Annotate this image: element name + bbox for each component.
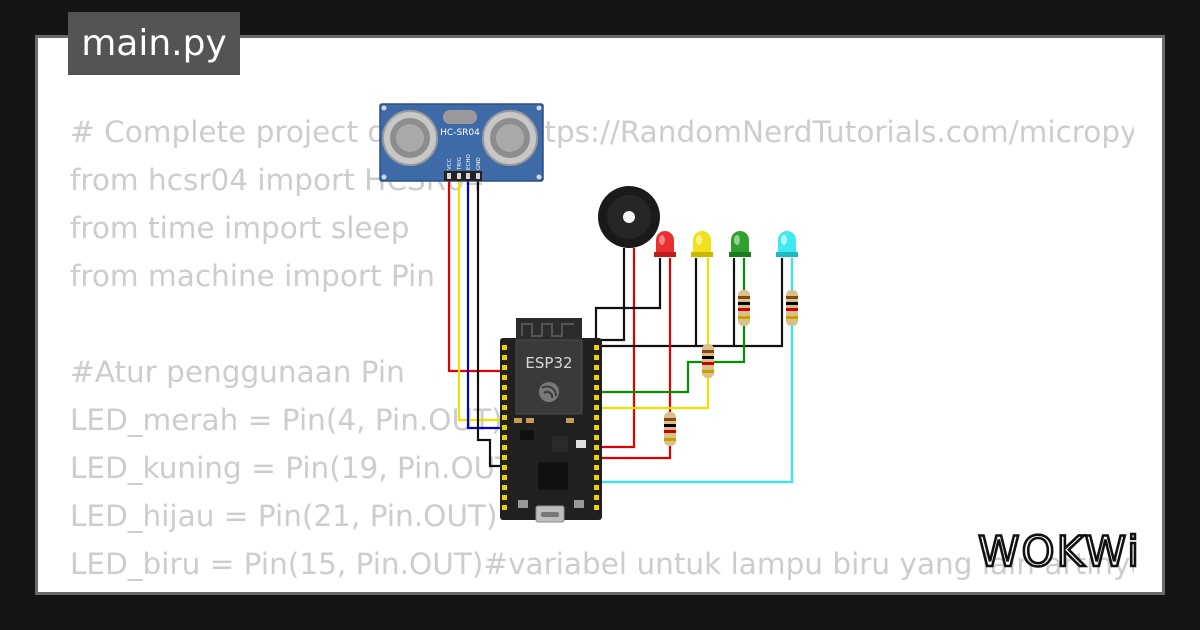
- wokwi-logo: WOKWi: [977, 526, 1141, 576]
- esp32-board[interactable]: ESP32: [500, 318, 602, 523]
- wire-led-yellow-gpio: [596, 378, 710, 410]
- sensor-pin-label-echo: ECHO: [466, 154, 472, 170]
- wire-sensor-gnd: [476, 180, 500, 468]
- esp32-left-header: [502, 345, 507, 510]
- resistor-yellow-led[interactable]: [702, 344, 714, 378]
- wire-ground-bus-2: [596, 258, 784, 348]
- file-tab-label: main.py: [81, 23, 227, 64]
- esp32-right-header: [594, 345, 599, 510]
- code-line: from machine import Pin: [70, 259, 435, 293]
- code-line: LED_biru = Pin(15, Pin.OUT)#variabel unt…: [70, 547, 1134, 581]
- wire-led-green-gpio: [596, 326, 746, 394]
- led-cyan[interactable]: [776, 231, 798, 257]
- esp32-label: ESP32: [525, 354, 572, 372]
- sensor-pin-label-vcc: VCC: [447, 158, 453, 170]
- sensor-pin-label-gnd: GND: [476, 157, 482, 170]
- resistor-green-led[interactable]: [738, 290, 750, 326]
- ultrasonic-sensor[interactable]: HC-SR04 VCC TRIG ECHO GND: [379, 103, 544, 182]
- wire-buzzer-neg: [596, 248, 626, 342]
- sensor-model-label: HC-SR04: [440, 128, 480, 138]
- file-tab[interactable]: main.py: [68, 12, 240, 75]
- wire-buzzer-pos: [596, 248, 636, 449]
- sensor-pin-label-trig: TRIG: [457, 157, 463, 171]
- antenna-trace: [521, 323, 574, 337]
- wokwi-logo-text: WOKWi: [978, 527, 1141, 576]
- espressif-logo-icon: [539, 382, 559, 402]
- code-line: #Atur penggunaan Pin: [70, 355, 405, 389]
- code-line: LED_merah = Pin(4, Pin.OUT): [70, 403, 503, 437]
- resistor-cyan-led[interactable]: [786, 290, 798, 326]
- resistor-red-led[interactable]: [664, 412, 676, 446]
- code-line: LED_hijau = Pin(21, Pin.OUT): [70, 499, 498, 533]
- buzzer[interactable]: [598, 186, 660, 248]
- wire-led-cyan-gpio: [596, 326, 794, 484]
- wire-ground-bus: [594, 258, 662, 340]
- sensor-transducer-left: [382, 110, 438, 166]
- code-line: from time import sleep: [70, 211, 410, 245]
- led-green[interactable]: [729, 231, 751, 257]
- led-yellow[interactable]: [691, 231, 713, 257]
- wire-sensor-vcc: [447, 180, 500, 373]
- led-red[interactable]: [654, 231, 676, 257]
- sensor-transducer-right: [482, 110, 538, 166]
- wire-led-red-gpio: [596, 446, 672, 460]
- code-editor: # Complete project details at https://Ra…: [70, 108, 1134, 592]
